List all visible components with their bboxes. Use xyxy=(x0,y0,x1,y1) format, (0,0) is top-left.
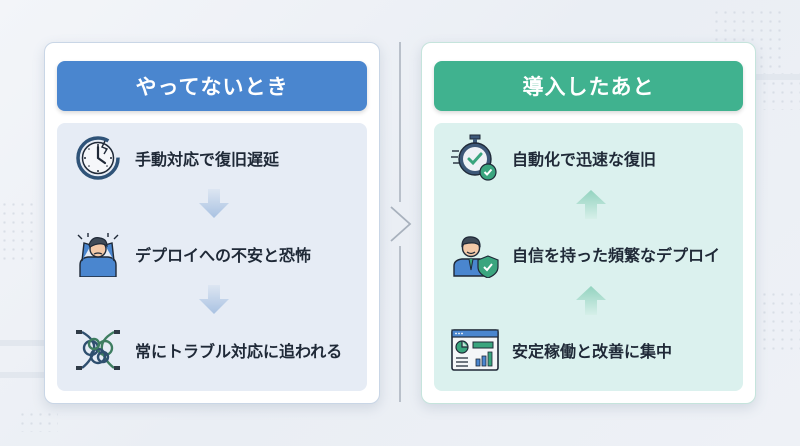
before-header: やってないとき xyxy=(57,61,367,111)
after-item: 自動化で迅速な復旧 xyxy=(450,133,656,183)
tangled-cables-icon xyxy=(73,325,123,375)
background-dots xyxy=(760,290,800,350)
after-item: 自信を持った頻繁なデプロイ xyxy=(450,229,720,279)
before-card: やってないとき 手動対応で復旧遅延 xyxy=(44,42,380,404)
arrow-up-icon xyxy=(576,190,606,219)
after-item-label: 安定稼働と改善に集中 xyxy=(512,342,673,361)
before-item-label: 手動対応で復旧遅延 xyxy=(135,150,280,169)
divider-line xyxy=(399,42,401,202)
stressed-person-icon xyxy=(73,229,123,279)
divider-line xyxy=(399,246,401,402)
before-item: デプロイへの不安と恐怖 xyxy=(73,229,311,279)
background-dots xyxy=(0,200,34,260)
after-item: 安定稼働と改善に集中 xyxy=(450,325,672,375)
broken-clock-icon xyxy=(73,133,123,183)
stopwatch-check-icon xyxy=(450,133,500,183)
after-panel: 自動化で迅速な復旧 自信を持った頻繁なデプロイ xyxy=(434,123,743,391)
before-panel: 手動対応で復旧遅延 デプロイへの不安と恐怖 xyxy=(57,123,367,391)
background-line xyxy=(756,74,800,80)
arrow-down-icon xyxy=(199,189,229,218)
before-item-label: 常にトラブル対応に追われる xyxy=(135,342,343,361)
after-item-label: 自動化で迅速な復旧 xyxy=(512,150,657,169)
after-card: 導入したあと 自動化で迅速な復旧 xyxy=(421,42,756,404)
background-dots xyxy=(18,410,58,432)
before-item: 手動対応で復旧遅延 xyxy=(73,133,279,183)
dashboard-icon xyxy=(450,325,500,375)
arrow-down-icon xyxy=(199,285,229,314)
confident-person-shield-icon xyxy=(450,229,500,279)
background-line xyxy=(0,340,44,346)
chevron-right-icon xyxy=(390,206,412,242)
after-item-label: 自信を持った頻繁なデプロイ xyxy=(512,246,721,265)
background-line xyxy=(0,372,44,378)
before-item: 常にトラブル対応に追われる xyxy=(73,325,342,375)
after-header: 導入したあと xyxy=(434,61,743,111)
arrow-up-icon xyxy=(576,286,606,315)
before-item-label: デプロイへの不安と恐怖 xyxy=(135,246,312,265)
